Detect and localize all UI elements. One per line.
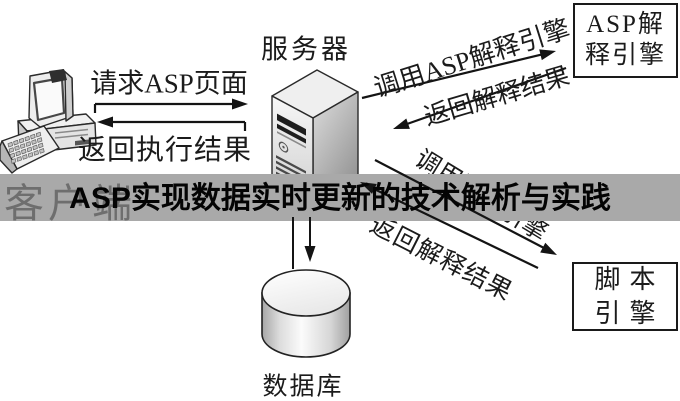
banner-title: ASP实现数据实时更新的技术解析与实践 [69, 182, 611, 215]
edge-label-request-asp: 请求ASP页面 [90, 68, 248, 99]
script-engine-label-line1: 脚本 [594, 264, 665, 294]
arrow-request-asp [93, 98, 248, 113]
database-cylinder-icon [261, 269, 351, 358]
asp-engine-label-line2: 释引擎 [584, 41, 666, 69]
asp-engine-box: ASP解 释引擎 [573, 3, 678, 78]
edge-label-return-interp-bottom: 返回解释结果 [365, 211, 517, 307]
script-engine-box: 脚本 引擎 [572, 262, 678, 331]
client-label: 客户端 [4, 181, 136, 226]
edge-label-return-exec: 返回执行结果 [77, 135, 253, 166]
asp-engine-label-line1: ASP解 [586, 11, 665, 38]
server-label: 服务器 [261, 34, 351, 65]
arrow-db-link-down [304, 217, 316, 262]
script-engine-label-line2: 引擎 [594, 298, 665, 328]
database-label: 数据库 [262, 373, 344, 401]
arrow-return-exec [97, 116, 247, 131]
